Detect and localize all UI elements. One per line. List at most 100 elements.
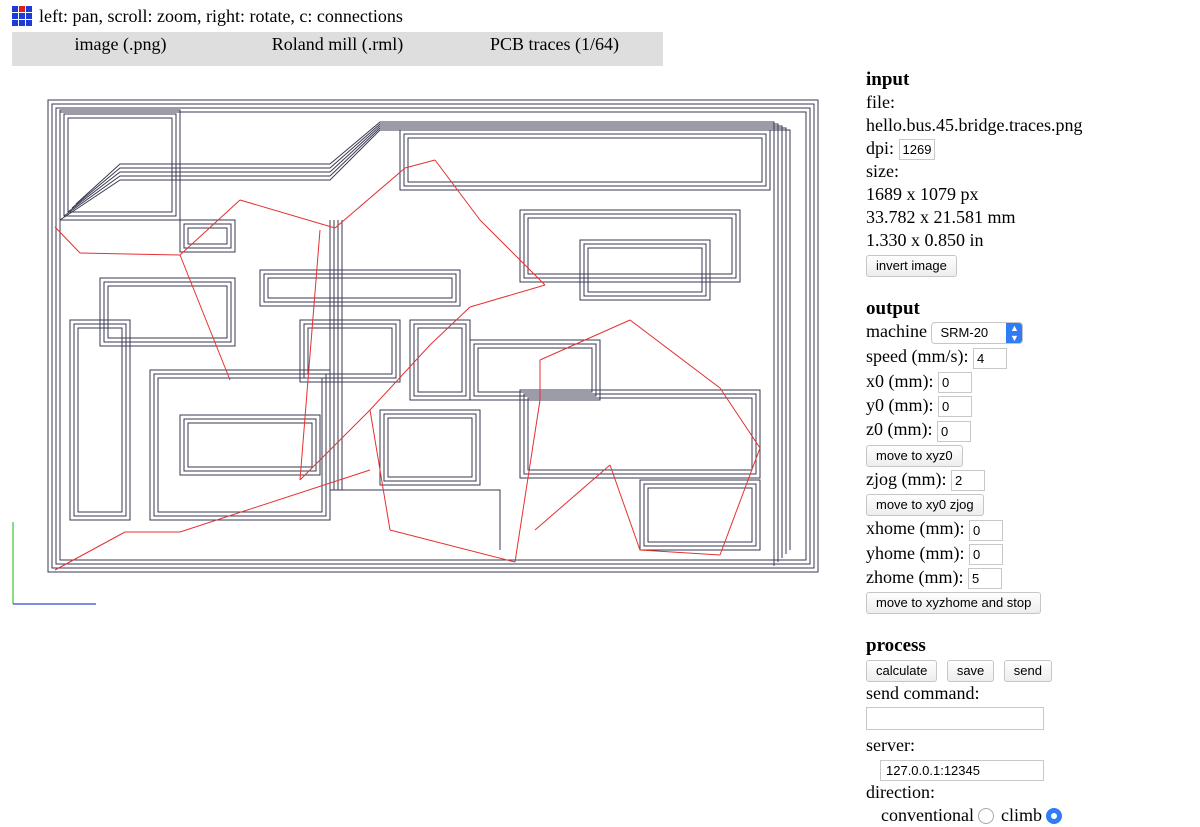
connection-line [534, 464, 611, 531]
connection-line [404, 159, 436, 169]
save-button[interactable]: save [946, 660, 995, 683]
yhome-input[interactable]: 0 [968, 543, 1003, 565]
trace-region [523, 393, 757, 475]
zhome-row: zhome (mm): 5 [866, 566, 1196, 590]
process-section: process calculate save send send command… [866, 634, 1196, 826]
connection-line [179, 199, 241, 256]
control-panel: input file: hello.bus.45.bridge.traces.p… [866, 66, 1196, 827]
trace-region [639, 479, 761, 551]
speed-label: speed (mm/s): [866, 346, 969, 367]
xhome-row: xhome (mm): 0 [866, 517, 1196, 541]
z0-row: z0 (mm): 0 [866, 418, 1196, 442]
yhome-label: yhome (mm): [866, 542, 965, 563]
dpi-input[interactable]: 1269 [898, 139, 935, 161]
connection-line [239, 199, 336, 229]
trace-region [643, 483, 757, 547]
connection-line [54, 226, 81, 254]
move-to-xyzhome-button[interactable]: move to xyzhome and stop [866, 592, 1042, 615]
move-to-xy0-zjog-button[interactable]: move to xy0 zjog [866, 494, 984, 517]
speed-row: speed (mm/s): 4 [866, 345, 1196, 369]
trace-region [103, 281, 232, 343]
connection-line [299, 229, 321, 481]
x0-label: x0 (mm): [866, 370, 934, 391]
navigation-hint: left: pan, scroll: zoom, right: rotate, … [39, 5, 403, 26]
trace-region [299, 319, 401, 383]
trace-region [579, 239, 711, 301]
trace-region [267, 277, 453, 299]
trace-region [403, 133, 767, 187]
z0-input[interactable]: 0 [936, 420, 971, 442]
connection-line [79, 252, 181, 256]
trace-region [527, 397, 753, 471]
size-px: 1689 x 1079 px [866, 184, 979, 205]
long-trace [67, 125, 783, 558]
menu-bar: image (.png) Roland mill (.rml) PCB trac… [12, 32, 663, 66]
trace-region [153, 373, 327, 517]
trace-region [417, 327, 463, 393]
trace-region [583, 243, 707, 297]
connection-line [539, 319, 631, 361]
pad-group [183, 223, 232, 249]
connection-line [434, 159, 481, 221]
trace-region [179, 414, 321, 476]
trace-region [647, 487, 753, 543]
x0-row: x0 (mm): 0 [866, 370, 1196, 393]
trace-region [183, 418, 317, 472]
conventional-radio[interactable] [978, 808, 995, 825]
trace-region [519, 389, 761, 479]
trace-region [263, 273, 457, 303]
y0-input[interactable]: 0 [938, 396, 972, 418]
zhome-input[interactable]: 5 [967, 568, 1002, 590]
xhome-label: xhome (mm): [866, 518, 965, 539]
axes-indicator [12, 522, 96, 605]
app-grid-icon [12, 6, 32, 26]
move-to-xyz0-button[interactable]: move to xyz0 [866, 444, 963, 467]
direction-row: conventional climb [866, 804, 1196, 827]
input-section: input file: hello.bus.45.bridge.traces.p… [866, 68, 1196, 278]
zjog-input[interactable]: 2 [950, 470, 985, 492]
machine-select[interactable]: SRM-20▲▼ [931, 322, 1024, 345]
connection-line [179, 469, 371, 533]
machine-label: machine [866, 321, 927, 342]
long-trace [71, 123, 779, 562]
board-outline [47, 99, 819, 573]
calculate-button[interactable]: calculate [866, 660, 938, 683]
trace-region [77, 327, 123, 513]
climb-label: climb [1000, 804, 1042, 825]
send-button[interactable]: send [1003, 660, 1052, 683]
yhome-row: yhome (mm): 0 [866, 542, 1196, 565]
long-trace [59, 129, 791, 550]
connection-line [719, 447, 761, 556]
trace-region [379, 409, 481, 486]
file-name: hello.bus.45.bridge.traces.png [866, 115, 1083, 135]
toolpath-view[interactable] [0, 70, 850, 810]
file-label: file: [866, 92, 895, 112]
x0-input[interactable]: 0 [938, 372, 972, 393]
connection-line [629, 319, 721, 389]
connection-line [299, 409, 371, 481]
trace-region [99, 277, 236, 347]
board-outline [51, 103, 815, 569]
server-input[interactable]: 127.0.0.1:12345 [880, 759, 1044, 781]
size-mm: 33.782 x 21.581 mm [866, 207, 1016, 228]
connection-line [609, 464, 641, 551]
send-command-input[interactable] [866, 707, 1044, 731]
xhome-input[interactable]: 0 [968, 519, 1003, 541]
pad-group [187, 227, 228, 245]
menu-pcb-traces[interactable]: PCB traces (1/64) [490, 34, 619, 54]
trace-region [519, 209, 741, 283]
input-heading: input [866, 69, 910, 90]
climb-radio[interactable] [1046, 808, 1063, 825]
toolpath-canvas[interactable] [0, 70, 850, 810]
trace-region [469, 339, 601, 401]
output-heading: output [866, 298, 920, 320]
menu-image-png[interactable]: image (.png) [74, 34, 167, 54]
speed-input[interactable]: 4 [972, 347, 1007, 369]
conventional-label: conventional [881, 804, 974, 825]
trace-region [473, 343, 597, 397]
invert-image-button[interactable]: invert image [866, 255, 957, 278]
menu-roland-mill-rml[interactable]: Roland mill (.rml) [271, 34, 404, 54]
dpi-label: dpi: [866, 138, 895, 158]
machine-row: machine SRM-20▲▼ [866, 320, 1196, 345]
long-trace [75, 121, 775, 566]
